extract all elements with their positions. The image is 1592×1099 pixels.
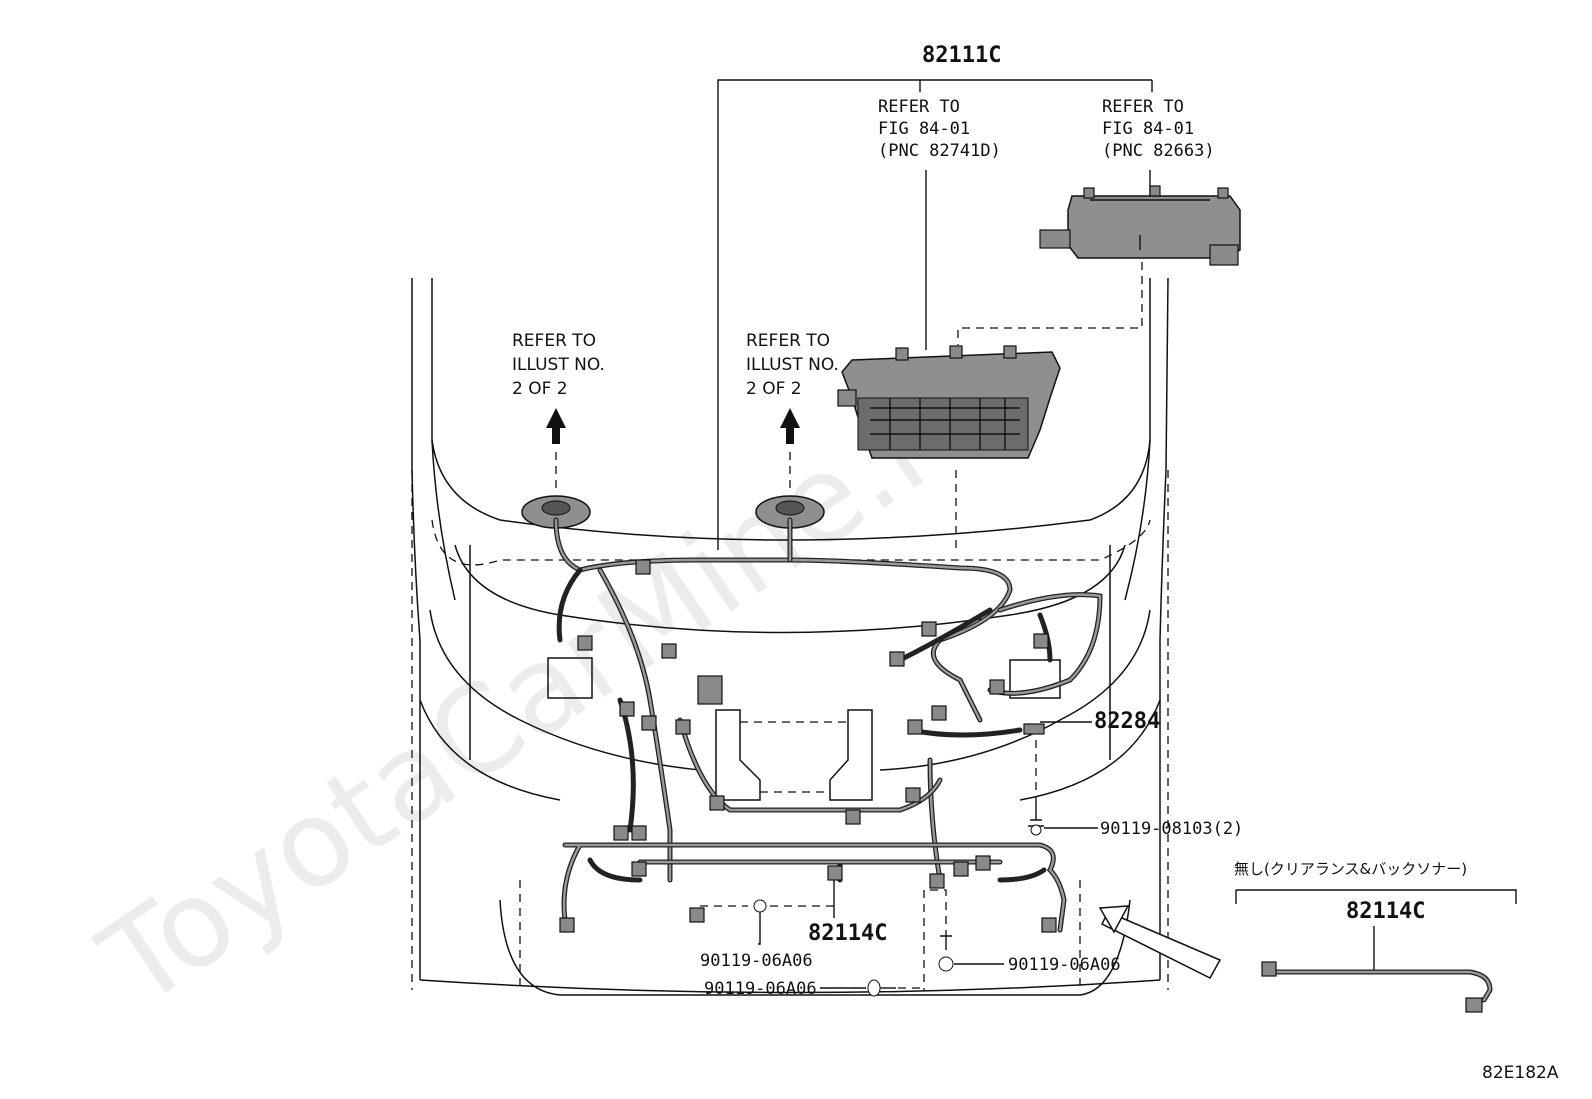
label-82114c: 82114C [808,921,887,946]
wire-harness [553,517,1103,933]
ecu-leader [957,262,1143,345]
bolt-06a06-bottom [820,979,924,997]
vehicle-body-outline [411,277,1169,996]
body-panel-right [1009,659,1061,699]
label-bolt-06a06-left: 90119-06A06 [700,951,813,971]
refer-fig-a-line2: FIG 84-01 [878,119,970,139]
refer-illust-right: REFER TO ILLUST NO. 2 OF 2 [746,331,839,488]
inset-bracket [1235,889,1517,904]
inset-title: 無し(クリアランス&バックソナー) [1234,860,1467,878]
refer-illust-left-line1: REFER TO [512,331,596,351]
refer-illust-right-line2: ILLUST NO. [746,355,839,375]
main-harness-label: 82111C [922,43,1001,68]
bolt-icon [867,979,881,997]
refer-fig-a-line1: REFER TO [878,97,960,117]
label-bolt-06a06-right: 90119-06A06 [1008,955,1121,975]
bolt-icon [753,899,767,913]
refer-fig-a: REFER TO FIG 84-01 (PNC 82741D) [878,97,1001,350]
refer-fig-b-line3: (PNC 82663) [1102,141,1215,161]
bolt-icon [1028,800,1044,827]
diagram-code: 82E182A [1482,1063,1559,1083]
up-arrow-icon [780,408,800,444]
refer-illust-left-line3: 2 OF 2 [512,379,568,399]
inset-part-label: 82114C [1346,899,1425,924]
bolt-icon [940,935,952,950]
up-arrow-icon [546,408,566,444]
bolt-08103 [1028,800,1098,836]
ecu-module [1039,185,1241,266]
grommet-left [521,495,591,529]
label-bolt-06a06-bottom: 90119-06A06 [704,979,817,999]
inset-connector-left [1261,961,1277,977]
inset-variant: 無し(クリアランス&バックソナー) 82114C [1234,860,1517,1013]
inset-connector-right [1465,997,1483,1013]
label-bolt-08103: 90119-08103(2) [1100,819,1243,839]
refer-fig-b-line2: FIG 84-01 [1102,119,1194,139]
refer-fig-b: REFER TO FIG 84-01 (PNC 82663) [1102,97,1215,200]
refer-fig-a-line3: (PNC 82741D) [878,141,1001,161]
bolt-06a06-right [923,889,1004,990]
refer-fig-b-line1: REFER TO [1102,97,1184,117]
main-harness-leader [717,79,1153,550]
body-panel-left [547,657,593,699]
harness-connectors [559,559,1057,933]
junction-block [837,345,1061,459]
refer-illust-right-line3: 2 OF 2 [746,379,802,399]
refer-illust-right-line1: REFER TO [746,331,830,351]
view-arrowhead-icon [1098,905,1130,934]
bolt-06a06-left [753,899,767,945]
grommet-right [755,495,825,529]
refer-illust-left-line2: ILLUST NO. [512,355,605,375]
refer-illust-left: REFER TO ILLUST NO. 2 OF 2 [512,331,605,488]
label-82284: 82284 [1094,709,1160,734]
